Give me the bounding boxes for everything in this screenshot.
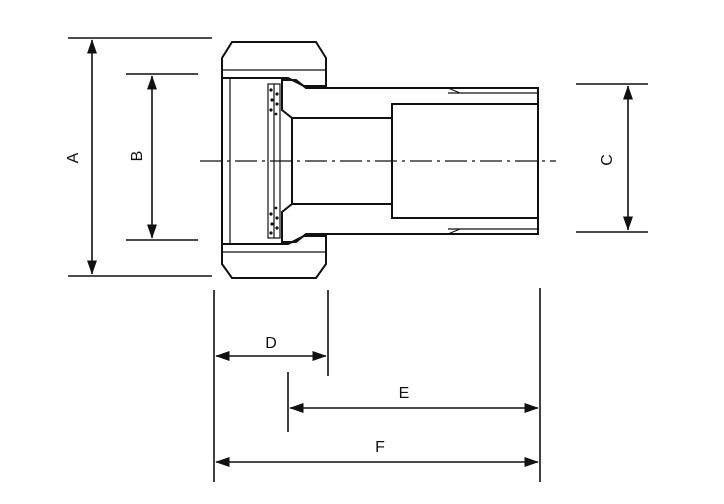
dimension-c-label: C	[599, 154, 616, 166]
dimension-b-label: B	[129, 151, 146, 162]
dimension-f: F	[215, 439, 539, 468]
fitting-body	[281, 79, 539, 243]
dimension-e-label: E	[399, 385, 410, 402]
body-upper-wall	[281, 79, 539, 119]
dimension-d: D	[215, 335, 327, 362]
dimension-b: B	[126, 73, 198, 241]
dimension-d-label: D	[265, 335, 277, 352]
dimension-a-label: A	[65, 152, 82, 163]
dimension-e: E	[289, 385, 539, 414]
dimension-c: C	[576, 83, 648, 233]
nut-bottom-wall	[221, 235, 327, 279]
dimension-f-label: F	[375, 439, 385, 456]
nut-top-wall	[221, 41, 327, 87]
dimension-a: A	[65, 37, 212, 277]
